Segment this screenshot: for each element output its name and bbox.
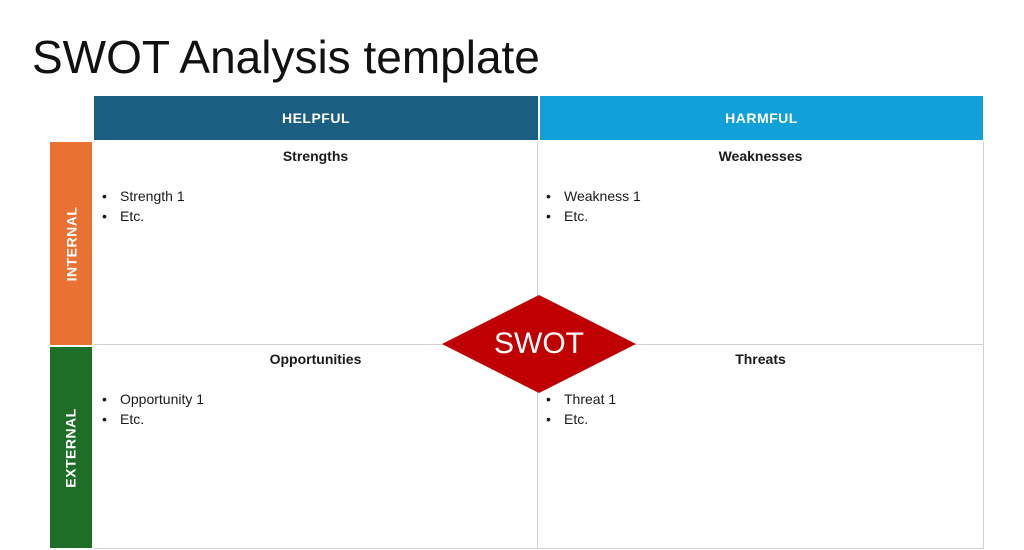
list-item: Opportunity 1: [100, 389, 204, 409]
diamond-shape: [442, 295, 636, 393]
list-item: Etc.: [100, 409, 204, 429]
row-header-external-label: EXTERNAL: [63, 407, 80, 488]
quadrant-strengths-title: Strengths: [282, 148, 349, 164]
page-title: SWOT Analysis template: [32, 31, 540, 83]
quadrant-threats-list: Threat 1 Etc.: [544, 389, 616, 429]
quadrant-threats: Threats Threat 1 Etc.: [538, 345, 984, 549]
column-header-harmful: HARMFUL: [540, 96, 983, 140]
column-header-helpful-label: HELPFUL: [281, 110, 351, 126]
quadrant-weaknesses-title: Weaknesses: [718, 148, 803, 164]
swot-diamond: SWOT: [442, 295, 636, 393]
quadrant-strengths-list: Strength 1 Etc.: [100, 186, 185, 226]
column-header-helpful: HELPFUL: [94, 96, 538, 140]
row-header-internal: INTERNAL: [50, 142, 92, 345]
row-header-internal-label: INTERNAL: [63, 206, 79, 281]
diamond-polygon: [442, 295, 636, 393]
quadrant-opportunities-title: Opportunities: [269, 351, 362, 367]
list-item: Strength 1: [100, 186, 185, 206]
row-header-external: EXTERNAL: [50, 347, 92, 548]
swot-diamond-label: SWOT: [494, 327, 584, 360]
quadrant-opportunities-list: Opportunity 1 Etc.: [100, 389, 204, 429]
list-item: Threat 1: [544, 389, 616, 409]
quadrant-opportunities: Opportunities Opportunity 1 Etc.: [94, 345, 538, 549]
quadrant-strengths: Strengths Strength 1 Etc.: [94, 142, 538, 345]
list-item: Weakness 1: [544, 186, 641, 206]
column-header-harmful-label: HARMFUL: [725, 110, 798, 126]
quadrant-threats-title: Threats: [735, 351, 786, 367]
list-item: Etc.: [100, 206, 185, 226]
list-item: Etc.: [544, 409, 616, 429]
quadrant-weaknesses: Weaknesses Weakness 1 Etc.: [538, 142, 984, 345]
list-item: Etc.: [544, 206, 641, 226]
quadrant-weaknesses-list: Weakness 1 Etc.: [544, 186, 641, 226]
